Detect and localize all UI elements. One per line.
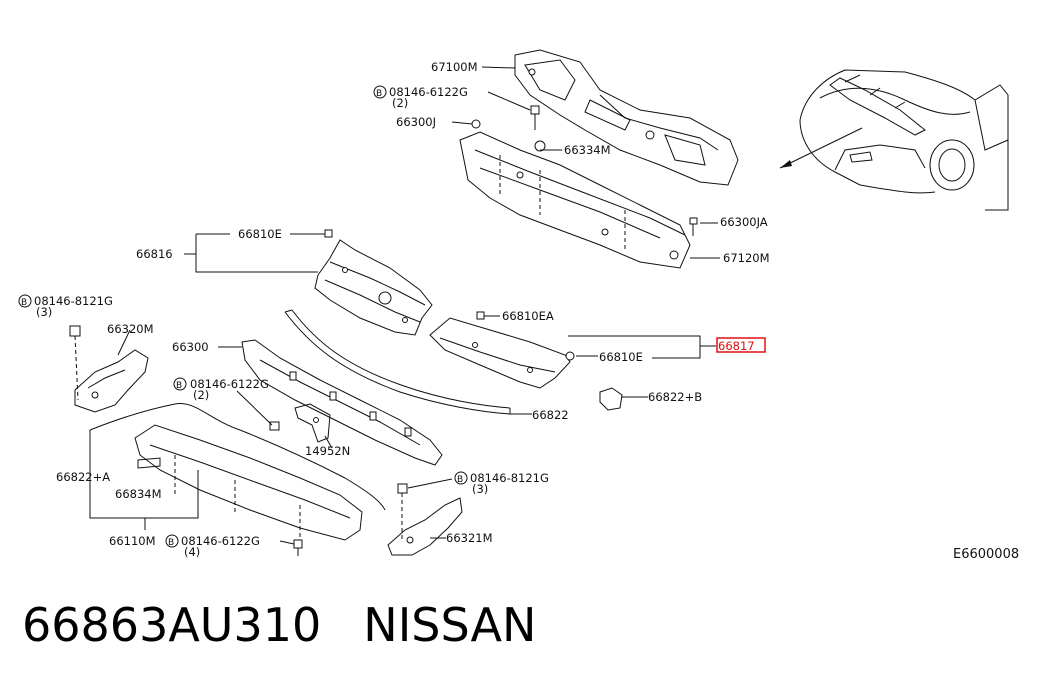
part-66110m-shape	[89, 403, 386, 556]
part-67120m-shape	[459, 131, 691, 269]
label-08146-8121g: 08146-8121G	[470, 471, 549, 485]
part-number: 66863AU310	[22, 598, 322, 652]
part-caption: 66863AU310 NISSAN	[22, 598, 536, 652]
highlight-box	[716, 337, 766, 353]
label-66810e: 66810E	[238, 227, 282, 241]
label-qty: (4)	[184, 545, 200, 559]
part-66321m-shape	[387, 483, 463, 556]
label-66321m: 66321M	[446, 531, 493, 545]
part-66822-shape	[284, 309, 511, 415]
label-66810e: 66810E	[599, 350, 643, 364]
label-08146-6122g: 08146-6122G	[190, 377, 269, 391]
label-qty: (2)	[193, 388, 209, 402]
label-08146-8121g: 08146-8121G	[34, 294, 113, 308]
b-mark: B	[21, 298, 27, 308]
label-qty: (3)	[36, 305, 52, 319]
part-66822b-shape	[599, 387, 623, 411]
brand-name: NISSAN	[363, 598, 537, 652]
b-mark: B	[176, 381, 182, 391]
part-67100m-shape	[514, 49, 739, 186]
label-67120m: 67120M	[723, 251, 770, 265]
label-66334m: 66334M	[564, 143, 611, 157]
diagram-code: E6600008	[953, 547, 1019, 562]
label-66834m: 66834M	[115, 487, 162, 501]
label-66320m: 66320M	[107, 322, 154, 336]
label-67100m: 67100M	[431, 60, 478, 74]
label-66816: 66816	[136, 247, 173, 261]
label-66822b: 66822+B	[648, 390, 702, 404]
label-08146-6122g: 08146-6122G	[181, 534, 260, 548]
label-66110m: 66110M	[109, 534, 156, 548]
label-qty: (3)	[472, 482, 488, 496]
b-mark: B	[376, 89, 382, 99]
label-66817: 66817	[718, 339, 755, 353]
label-66300j: 66300J	[396, 115, 436, 129]
label-66822a: 66822+A	[56, 470, 110, 484]
label-66822: 66822	[532, 408, 569, 422]
part-14952n-shape	[269, 403, 331, 443]
part-66816-shape	[314, 229, 433, 336]
label-qty: (2)	[392, 96, 408, 110]
leader-lines	[89, 66, 720, 545]
car-illustration	[779, 69, 1009, 211]
part-66300-shape	[241, 339, 443, 466]
part-66320m-shape	[69, 325, 149, 413]
label-66300ja: 66300JA	[720, 215, 768, 229]
label-66810ea: 66810EA	[502, 309, 554, 323]
label-14952n: 14952N	[305, 444, 350, 458]
bolt-markers	[18, 85, 468, 548]
label-08146-6122g: 08146-6122G	[389, 85, 468, 99]
label-66300: 66300	[172, 340, 209, 354]
part-66817-shape	[429, 311, 575, 389]
b-mark: B	[168, 538, 174, 548]
b-mark: B	[457, 475, 463, 485]
parts-diagram: B B B B B 67100M 08146-6122G (2) 66300J …	[18, 49, 1019, 562]
